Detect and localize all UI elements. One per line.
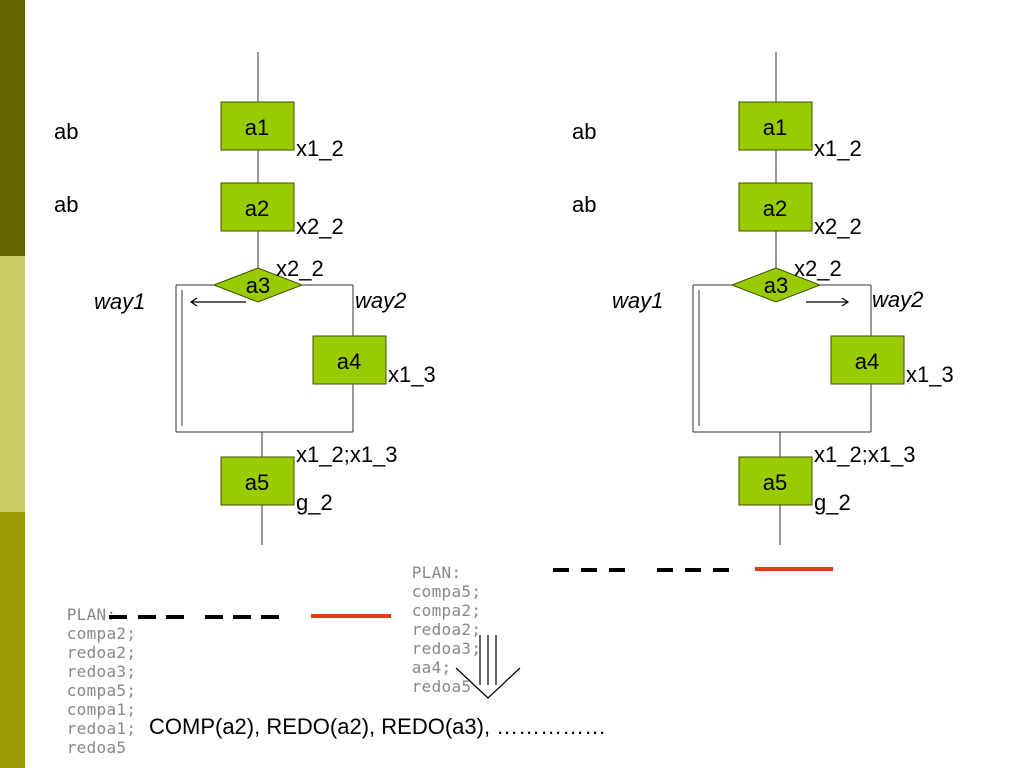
right-plan-token: redoa3; xyxy=(411,639,482,658)
side-band-middle xyxy=(0,256,25,512)
way2-label: way2 xyxy=(872,287,923,312)
node-a3-label: a3 xyxy=(764,273,788,298)
dash-redoa2-2 xyxy=(233,615,251,619)
left-plan-prefix: PLAN: xyxy=(66,605,117,624)
down-implication-arrow-icon xyxy=(455,635,521,699)
node-a3-decision: a3 xyxy=(212,267,304,303)
left-plan-token: redoa1; xyxy=(66,719,137,738)
dash-redoa2-2 xyxy=(685,568,701,572)
dash-redoa2-3 xyxy=(261,615,279,619)
node-a1-label: a1 xyxy=(245,115,269,140)
node-a5: a5 xyxy=(220,456,295,506)
dash-compa2-2 xyxy=(138,615,156,619)
dash-compa2-2 xyxy=(581,568,597,572)
node-a1: a1 xyxy=(220,101,295,151)
node-a1: a1 xyxy=(738,101,813,151)
node-a3-label: a3 xyxy=(246,273,270,298)
node-a4: a4 xyxy=(312,335,387,385)
way1-label: way1 xyxy=(94,289,145,314)
right-plan-token: compa2; xyxy=(411,601,482,620)
node-a5: a5 xyxy=(738,456,813,506)
right-plan-token: redoa5 xyxy=(411,677,472,696)
left-plan-token: compa5; xyxy=(66,681,137,700)
underline-redoa3 xyxy=(311,614,391,618)
way1-label: way1 xyxy=(612,288,663,313)
node-a5-label: a5 xyxy=(763,470,787,495)
var-a3: x2_2 xyxy=(794,256,842,281)
right-plan-token: redoa2; xyxy=(411,620,482,639)
var-a1: x1_2 xyxy=(296,136,344,161)
var-a2: x2_2 xyxy=(296,214,344,239)
dash-compa2-3 xyxy=(609,568,625,572)
left-plan-token: redoa5 xyxy=(66,738,127,757)
right-plan-line: PLAN: compa5; compa2; redoa2; redoa3; aa… xyxy=(372,544,481,715)
underline-redoa3 xyxy=(755,567,833,571)
dash-redoa2-3 xyxy=(713,568,729,572)
dash-compa2-1 xyxy=(109,615,127,619)
left-label-ab-1: ab xyxy=(572,119,596,144)
node-a2: a2 xyxy=(220,182,295,232)
var-a4: x1_3 xyxy=(388,362,436,387)
node-a3-decision: a3 xyxy=(730,267,822,303)
left-plan-token: compa2; xyxy=(66,624,137,643)
right-plan-token: aa4; xyxy=(411,658,452,677)
left-label-ab-2: ab xyxy=(54,192,78,217)
node-a4-label: a4 xyxy=(337,349,361,374)
arrow-right-icon xyxy=(806,297,850,307)
var-a4: x1_3 xyxy=(906,362,954,387)
left-plan-token: redoa2; xyxy=(66,643,137,662)
var-a2: x2_2 xyxy=(814,214,862,239)
right-plan-prefix: PLAN: xyxy=(411,563,462,582)
right-workflow: a1 a2 a3 a4 a5 ab ab x1_2 x2_2 x2_2 xyxy=(572,52,954,545)
node-a5-label: a5 xyxy=(245,470,269,495)
left-plan-token: compa1; xyxy=(66,700,137,719)
right-plan-token: compa5; xyxy=(411,582,482,601)
left-label-ab-1: ab xyxy=(54,119,78,144)
var-a3: x2_2 xyxy=(276,256,324,281)
dash-redoa2-1 xyxy=(205,615,223,619)
dash-redoa2-1 xyxy=(657,568,673,572)
side-band-bottom xyxy=(0,512,25,768)
result-expression: COMP(a2), REDO(a2), REDO(a3), …………… xyxy=(149,714,607,739)
node-a1-label: a1 xyxy=(763,115,787,140)
var-a5-top: x1_2;x1_3 xyxy=(296,442,398,467)
dash-compa2-3 xyxy=(166,615,184,619)
way2-label: way2 xyxy=(355,288,406,313)
node-a4: a4 xyxy=(830,335,905,385)
var-a1: x1_2 xyxy=(814,136,862,161)
arrow-left-icon xyxy=(189,297,246,307)
left-label-ab-2: ab xyxy=(572,192,596,217)
left-plan-line: PLAN: compa2; redoa2; redoa3; compa5; co… xyxy=(27,586,136,768)
var-a5-bottom: g_2 xyxy=(814,490,851,515)
node-a4-label: a4 xyxy=(855,349,879,374)
node-a2-label: a2 xyxy=(763,196,787,221)
var-a5-bottom: g_2 xyxy=(296,490,333,515)
node-a2: a2 xyxy=(738,182,813,232)
side-band-top xyxy=(0,0,25,256)
left-plan-token: redoa3; xyxy=(66,662,137,681)
node-a2-label: a2 xyxy=(245,196,269,221)
var-a5-top: x1_2;x1_3 xyxy=(814,442,916,467)
left-workflow: a1 a2 a3 a4 a5 ab ab x1_2 x2_ xyxy=(54,52,436,545)
dash-compa2-1 xyxy=(553,568,569,572)
